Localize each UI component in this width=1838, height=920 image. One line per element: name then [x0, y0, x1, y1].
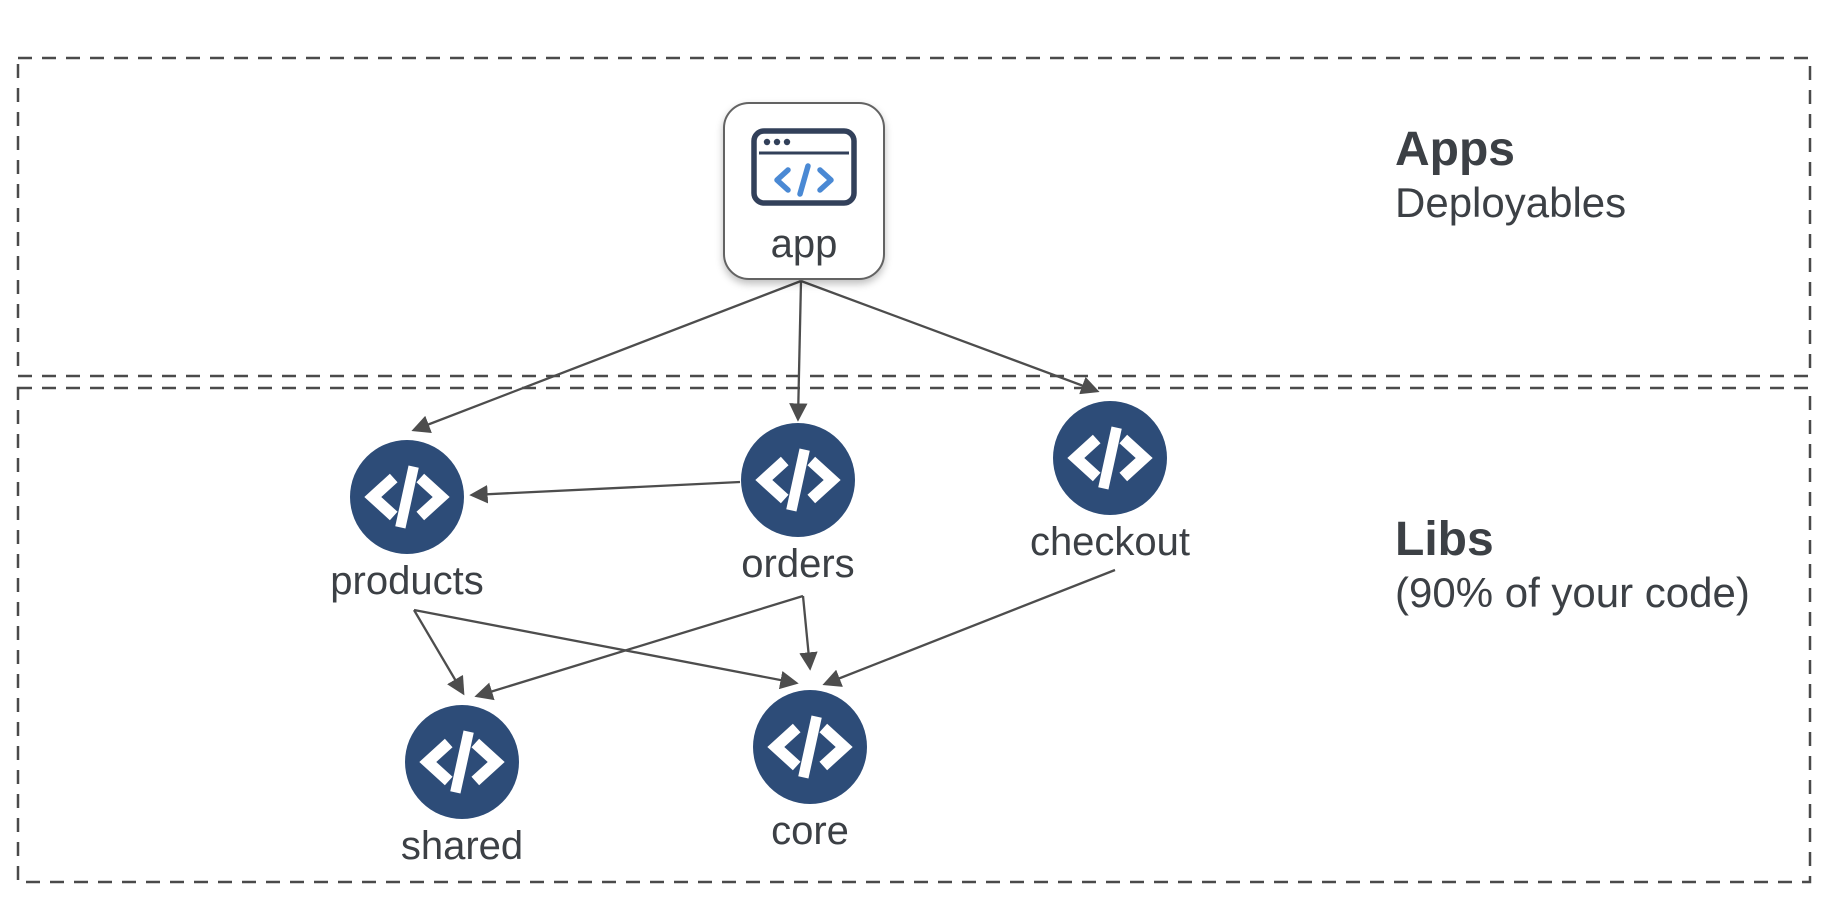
code-icon	[405, 705, 519, 819]
edge-orders-core	[799, 595, 818, 671]
libs-section-label: Libs (90% of your code)	[1395, 512, 1750, 620]
lib-node-checkout: checkout	[1000, 401, 1220, 562]
edge-orders-shared	[474, 594, 804, 701]
edge-orders-products	[469, 480, 741, 504]
app-node: app	[723, 102, 885, 280]
app-node-label: app	[770, 222, 838, 266]
apps-heading: Apps	[1395, 123, 1515, 176]
lib-node-products: products	[297, 440, 517, 601]
edge-checkout-core	[822, 568, 1116, 687]
libs-section-box	[16, 386, 1812, 884]
lib-node-core: core	[700, 690, 920, 851]
edge-app-orders	[789, 280, 808, 422]
edge-app-products	[411, 279, 802, 433]
code-icon	[753, 690, 867, 804]
code-icon	[1053, 401, 1167, 515]
apps-section-label: Apps Deployables	[1395, 122, 1626, 230]
lib-node-label: products	[330, 559, 484, 603]
edge-app-checkout	[800, 279, 1100, 395]
libs-subheading: (90% of your code)	[1395, 569, 1750, 617]
code-icon	[350, 440, 464, 554]
lib-node-label: orders	[741, 542, 855, 586]
browser-code-icon	[751, 128, 857, 206]
libs-heading: Libs	[1395, 513, 1494, 566]
lib-node-label: checkout	[1029, 520, 1191, 564]
edge-products-shared	[413, 609, 465, 696]
lib-node-orders: orders	[688, 423, 908, 584]
lib-node-shared: shared	[352, 705, 572, 866]
apps-section-box	[16, 56, 1812, 378]
lib-node-label: shared	[400, 824, 524, 868]
code-icon	[741, 423, 855, 537]
edge-products-core	[413, 608, 799, 690]
apps-subheading: Deployables	[1395, 179, 1627, 227]
lib-node-label: core	[771, 809, 849, 853]
